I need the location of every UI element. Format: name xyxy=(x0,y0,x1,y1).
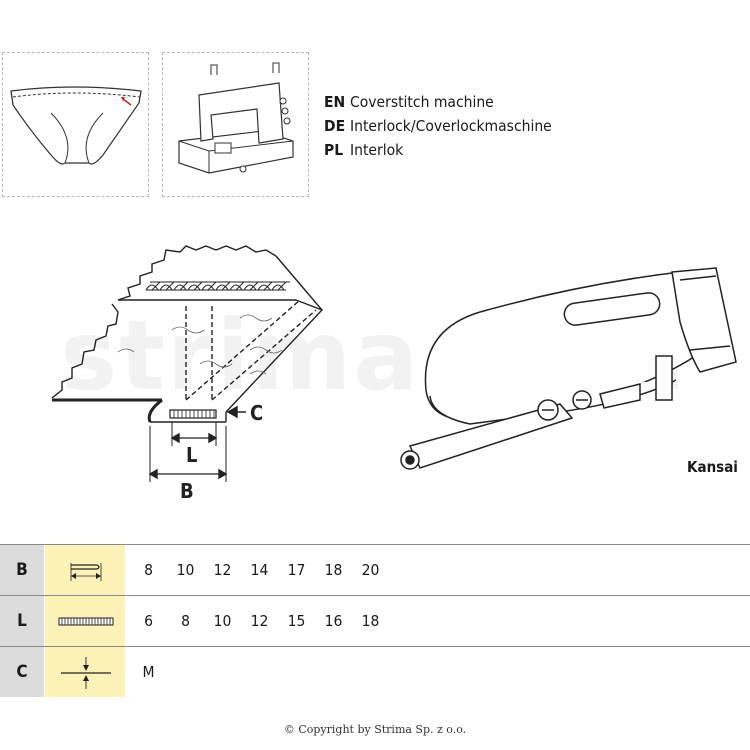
copyright-notice: © Copyright by Strima Sp. z o.o. xyxy=(283,723,467,736)
language-label: Interlok xyxy=(350,141,404,159)
table-row-b: B 8 10 12 14 17 18 20 xyxy=(0,545,750,595)
value-cell: M xyxy=(142,663,155,681)
diagram-label-c: C xyxy=(250,401,263,425)
diagram-label-b: B xyxy=(180,479,194,503)
value-cell: 20 xyxy=(361,561,380,579)
material-thickness-icon xyxy=(45,647,125,697)
sewing-machine-thumbnail xyxy=(162,52,309,197)
table-row-c: C M xyxy=(0,647,750,697)
table-row-l: L 6 8 10 12 15 16 18 xyxy=(0,596,750,646)
row-values: M xyxy=(130,647,167,697)
language-code: EN xyxy=(324,93,346,111)
language-code: PL xyxy=(324,141,344,159)
binder-attachment-drawing xyxy=(400,267,737,470)
value-cell: 17 xyxy=(287,561,306,579)
fold-width-icon xyxy=(45,545,125,595)
sewing-machine-icon xyxy=(178,62,294,174)
value-cell: 16 xyxy=(324,612,343,630)
value-cell: 8 xyxy=(181,612,190,630)
briefs-thumbnail xyxy=(2,52,149,197)
brand-label: Kansai xyxy=(687,458,738,476)
table-rule xyxy=(0,544,750,545)
fabric-diagram xyxy=(51,245,323,482)
value-cell: 6 xyxy=(144,612,153,630)
briefs-icon xyxy=(10,86,142,165)
language-pl: PL Interlok xyxy=(324,141,403,159)
language-label: Interlock/Coverlockmaschine xyxy=(350,117,552,135)
value-cell: 10 xyxy=(176,561,195,579)
main-illustration: C L B xyxy=(51,245,737,503)
binding-strip-icon xyxy=(45,596,125,646)
value-cell: 15 xyxy=(287,612,306,630)
value-cell: 14 xyxy=(250,561,269,579)
value-cell: 8 xyxy=(144,561,153,579)
row-label: B xyxy=(0,545,44,595)
language-label: Coverstitch machine xyxy=(350,93,494,111)
table-rule xyxy=(0,646,750,647)
row-label: L xyxy=(0,596,44,646)
row-values: 6 8 10 12 15 16 18 xyxy=(130,596,389,646)
diagram-label-l: L xyxy=(186,443,197,467)
value-cell: 18 xyxy=(361,612,380,630)
value-cell: 12 xyxy=(250,612,269,630)
table-rule xyxy=(0,595,750,596)
value-cell: 10 xyxy=(213,612,232,630)
row-values: 8 10 12 14 17 18 20 xyxy=(130,545,389,595)
language-code: DE xyxy=(324,117,346,135)
value-cell: 18 xyxy=(324,561,343,579)
value-cell: 12 xyxy=(213,561,232,579)
row-label: C xyxy=(0,647,44,697)
